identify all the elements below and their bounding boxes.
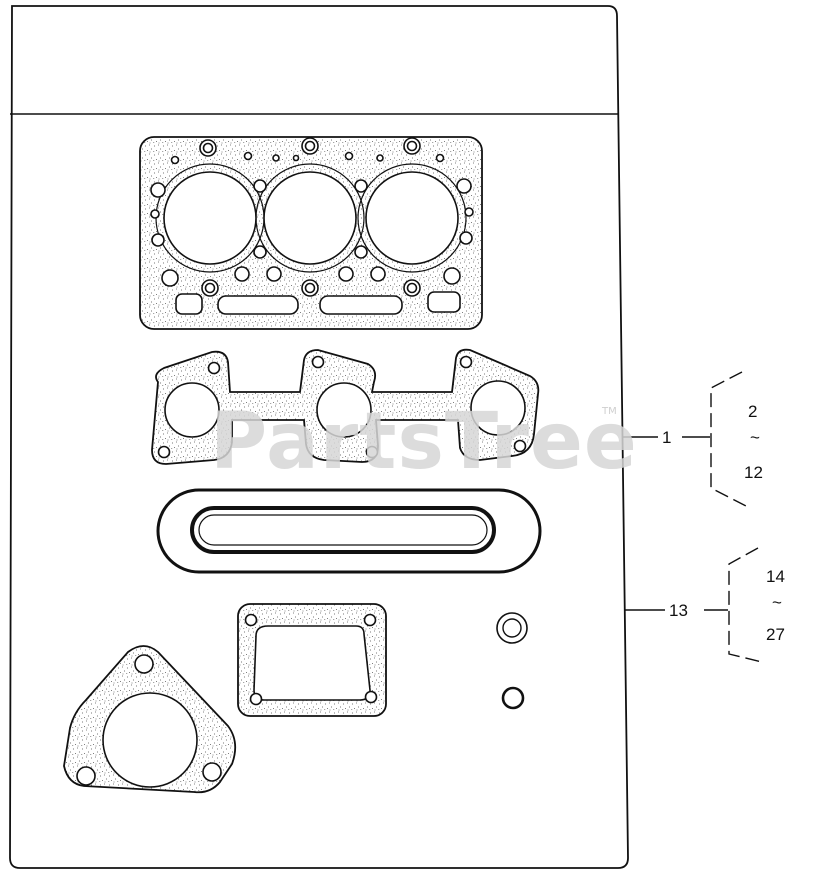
callout-range-sep-1: ~ (750, 428, 760, 447)
callout-range-to-1: 12 (744, 463, 763, 482)
watermark-trademark: TM (601, 406, 617, 417)
callout-range-to-13: 27 (766, 625, 785, 644)
callout-label-13: 13 (669, 601, 688, 620)
cylinder-head-gasket (139, 136, 483, 330)
watermark: PartsTree TM (210, 397, 638, 487)
manifold-gasket (151, 348, 540, 465)
callout-label-1: 1 (662, 428, 671, 447)
valve-cover-gasket (156, 488, 542, 574)
o-ring (501, 686, 525, 710)
rectangular-gasket (237, 603, 387, 717)
watermark-text: PartsTree (210, 397, 638, 487)
callout-range-from-1: 2 (748, 402, 757, 421)
callout-bracket-1 (710, 371, 747, 507)
callout-group-1: 1 2 ~ 12 (622, 371, 763, 507)
callout-bracket-13 (728, 547, 763, 663)
triangular-flange-gasket (63, 645, 237, 794)
copper-washer (496, 612, 528, 644)
callout-range-from-13: 14 (766, 567, 785, 586)
callout-range-sep-13: ~ (772, 593, 782, 612)
callout-group-13: 13 14 ~ 27 (625, 547, 785, 663)
